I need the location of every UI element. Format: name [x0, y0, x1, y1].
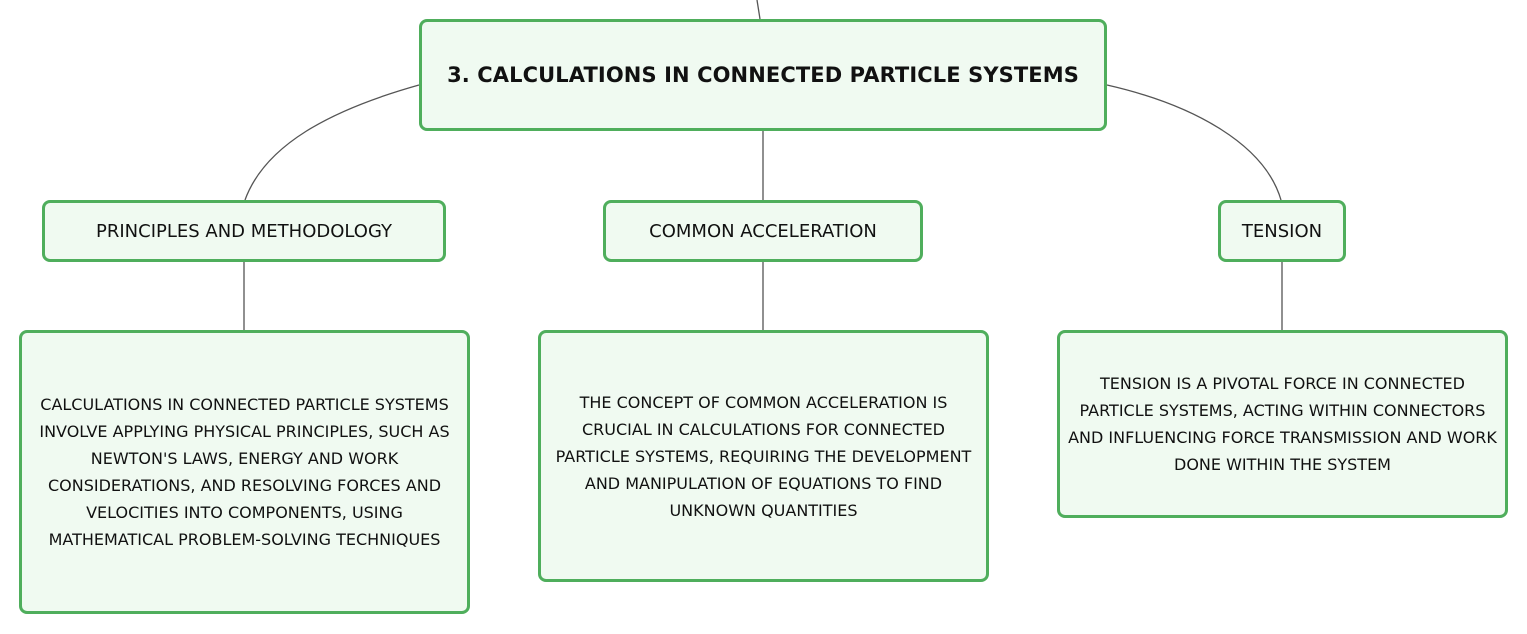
connector-from-parent [756, 0, 761, 20]
detail-node-tension[interactable]: TENSION IS A PIVOTAL FORCE IN CONNECTED … [1057, 330, 1508, 518]
branch-label: PRINCIPLES AND METHODOLOGY [95, 220, 392, 242]
detail-node-common-acceleration[interactable]: THE CONCEPT OF COMMON ACCELERATION IS CR… [538, 330, 989, 582]
connector-root-to-principles [244, 84, 420, 201]
branch-label: COMMON ACCELERATION [649, 220, 877, 242]
detail-text: TENSION IS A PIVOTAL FORCE IN CONNECTED … [1068, 374, 1497, 474]
branch-node-common-acceleration[interactable]: COMMON ACCELERATION [603, 200, 923, 262]
root-topic-title: 3. CALCULATIONS IN CONNECTED PARTICLE SY… [447, 63, 1079, 87]
branch-node-principles-and-methodology[interactable]: PRINCIPLES AND METHODOLOGY [42, 200, 446, 262]
connector-root-to-tension [1106, 84, 1282, 201]
detail-node-principles-and-methodology[interactable]: CALCULATIONS IN CONNECTED PARTICLE SYSTE… [19, 330, 470, 614]
detail-text: CALCULATIONS IN CONNECTED PARTICLE SYSTE… [39, 395, 450, 549]
branch-label: TENSION [1241, 220, 1323, 242]
detail-text: THE CONCEPT OF COMMON ACCELERATION IS CR… [555, 392, 972, 520]
root-topic-node[interactable]: 3. CALCULATIONS IN CONNECTED PARTICLE SY… [419, 19, 1107, 131]
branch-node-tension[interactable]: TENSION [1218, 200, 1346, 262]
